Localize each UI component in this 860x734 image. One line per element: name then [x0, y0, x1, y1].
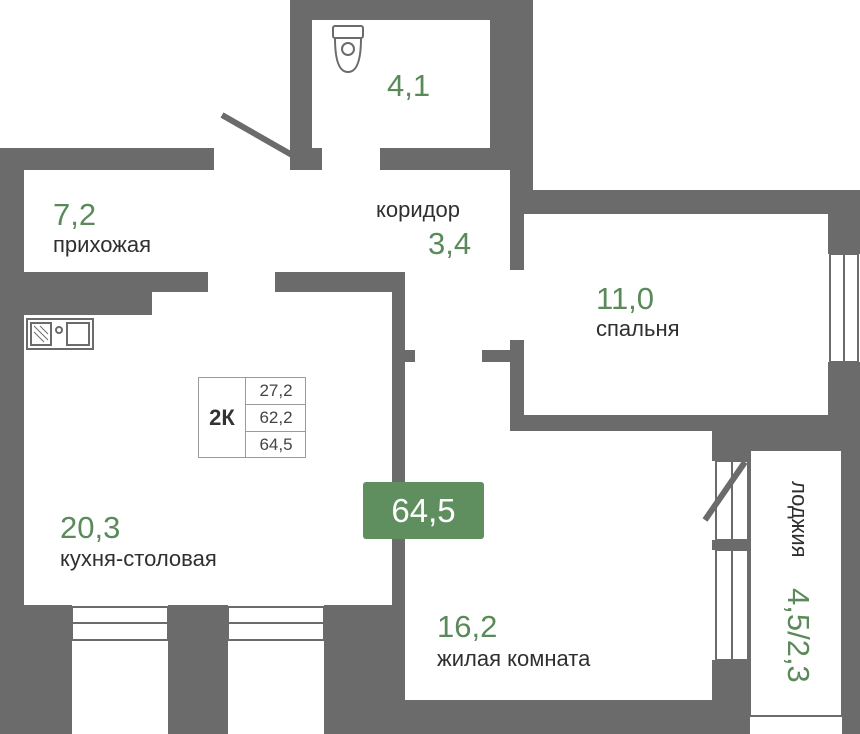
- hallway-area: 7,2: [53, 197, 97, 232]
- living-name: жилая комната: [437, 646, 591, 671]
- sink-icon: [26, 318, 94, 350]
- bedroom-area: 11,0: [596, 281, 655, 316]
- windows: [71, 253, 859, 661]
- hallway-name: прихожая: [53, 232, 152, 257]
- loggia-area: 4,5/2,3: [781, 588, 816, 683]
- loggia-name: лоджия: [787, 481, 812, 558]
- toilet-icon: [332, 25, 364, 74]
- total-area-badge: 64,5: [363, 482, 484, 539]
- loggia-border: [749, 449, 843, 717]
- kitchen-name: кухня-столовая: [60, 546, 217, 571]
- kitchen-area: 20,3: [60, 510, 121, 545]
- total-area: 64,5: [259, 435, 293, 454]
- living-area: 16,2: [437, 609, 498, 644]
- corridor-area: 3,4: [428, 226, 472, 261]
- area-without-loggia: 62,2: [246, 405, 306, 432]
- bedroom-name: спальня: [596, 316, 680, 341]
- corridor-name: коридор: [376, 197, 460, 222]
- door-leaves: [220, 112, 748, 522]
- bathroom-area: 4,1: [387, 68, 431, 103]
- apartment-type: 2К: [199, 378, 246, 457]
- living-area-total: 27,2: [246, 378, 306, 405]
- room-floors: [24, 20, 842, 715]
- apartment-summary-table: 2К 27,2 62,2 64,5: [198, 377, 306, 458]
